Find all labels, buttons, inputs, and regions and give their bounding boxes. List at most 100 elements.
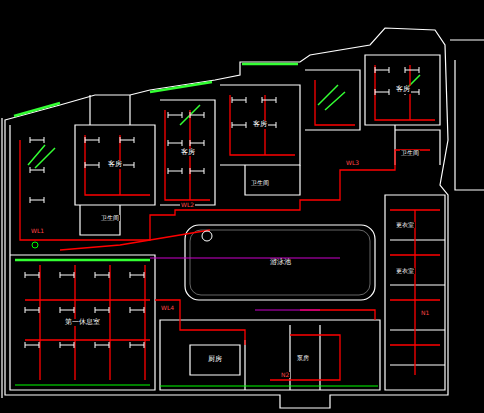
light-fixture xyxy=(30,200,44,201)
light-fixture xyxy=(134,137,135,143)
room-name: 客房 xyxy=(180,149,196,157)
light-fixture xyxy=(232,125,246,126)
light-fixture xyxy=(168,140,169,146)
light-fixture xyxy=(74,342,75,348)
light-fixture xyxy=(204,112,205,118)
light-fixture xyxy=(85,165,99,166)
light-fixture xyxy=(389,89,390,95)
light-fixture xyxy=(375,70,389,71)
light-fixture xyxy=(232,122,233,128)
light-fixture xyxy=(99,162,100,168)
light-fixture xyxy=(30,197,31,203)
light-fixture xyxy=(144,307,145,313)
light-fixture xyxy=(30,170,44,171)
plan-label: 更衣室 xyxy=(395,268,415,274)
plan-label: 泵房 xyxy=(296,355,310,361)
light-fixture xyxy=(44,137,45,143)
room: 第一休息室 xyxy=(10,255,155,390)
light-fixture xyxy=(204,140,205,146)
light-fixture xyxy=(44,197,45,203)
light-fixture xyxy=(60,342,61,348)
room: 游泳池 xyxy=(185,225,375,300)
room-name: 客房 xyxy=(107,161,123,169)
plan-label: WL4 xyxy=(160,305,175,311)
light-fixture xyxy=(375,92,389,93)
light-fixture xyxy=(95,342,96,348)
light-fixture xyxy=(60,307,61,313)
light-fixture xyxy=(25,345,39,346)
light-fixture xyxy=(144,342,145,348)
light-fixture xyxy=(405,70,419,71)
light-fixture xyxy=(109,307,110,313)
light-fixture xyxy=(74,272,75,278)
light-fixture xyxy=(30,167,31,173)
light-fixture xyxy=(109,272,110,278)
light-fixture xyxy=(276,122,277,128)
light-fixture xyxy=(109,342,110,348)
room: 厨房 xyxy=(190,345,240,375)
light-fixture xyxy=(168,115,182,116)
light-fixture xyxy=(182,168,183,174)
plan-label: 卫生间 xyxy=(400,150,420,156)
plan-label: N2 xyxy=(280,372,290,378)
plan-label: N1 xyxy=(420,310,430,316)
light-fixture xyxy=(262,100,276,101)
light-fixture xyxy=(25,342,26,348)
light-fixture xyxy=(30,137,31,143)
light-fixture xyxy=(204,168,205,174)
light-fixture xyxy=(39,307,40,313)
light-fixture xyxy=(190,171,204,172)
light-fixture xyxy=(99,137,100,143)
light-fixture xyxy=(60,272,61,278)
light-fixture xyxy=(85,162,86,168)
light-fixture xyxy=(44,167,45,173)
room: 客房 xyxy=(160,100,215,205)
plan-label: WL1 xyxy=(30,228,45,234)
light-fixture xyxy=(190,140,191,146)
room-name: 第一休息室 xyxy=(64,319,101,327)
light-fixture xyxy=(190,115,204,116)
light-fixture xyxy=(130,310,144,311)
light-fixture xyxy=(120,140,134,141)
light-fixture xyxy=(74,307,75,313)
room-name: 客房 xyxy=(252,121,268,129)
light-fixture xyxy=(134,162,135,168)
light-fixture xyxy=(95,272,96,278)
light-fixture xyxy=(95,310,109,311)
light-fixture xyxy=(95,275,109,276)
light-fixture xyxy=(30,140,44,141)
light-fixture xyxy=(25,275,39,276)
light-fixture xyxy=(419,89,420,95)
light-fixture xyxy=(85,140,99,141)
room: 客房 xyxy=(365,55,440,125)
light-fixture xyxy=(246,122,247,128)
light-fixture xyxy=(130,307,131,313)
light-fixture xyxy=(60,275,74,276)
plan-label: WL3 xyxy=(345,160,360,166)
light-fixture xyxy=(168,112,169,118)
light-fixture xyxy=(246,97,247,103)
light-fixture xyxy=(39,342,40,348)
light-fixture xyxy=(95,307,96,313)
plan-label: 更衣室 xyxy=(395,222,415,228)
light-fixture xyxy=(60,345,74,346)
light-fixture xyxy=(232,100,246,101)
light-fixture xyxy=(85,137,86,143)
light-fixture xyxy=(25,272,26,278)
light-fixture xyxy=(168,143,182,144)
light-fixture xyxy=(182,140,183,146)
light-fixture xyxy=(25,307,26,313)
room: 客房 xyxy=(75,125,155,205)
light-fixture xyxy=(190,112,191,118)
light-fixture xyxy=(375,89,376,95)
light-fixture xyxy=(130,272,131,278)
light-fixture xyxy=(39,272,40,278)
light-fixture xyxy=(60,310,74,311)
light-fixture xyxy=(262,97,263,103)
light-fixture xyxy=(130,275,144,276)
light-fixture xyxy=(190,143,204,144)
light-fixture xyxy=(95,345,109,346)
light-fixture xyxy=(419,67,420,73)
light-fixture xyxy=(144,272,145,278)
